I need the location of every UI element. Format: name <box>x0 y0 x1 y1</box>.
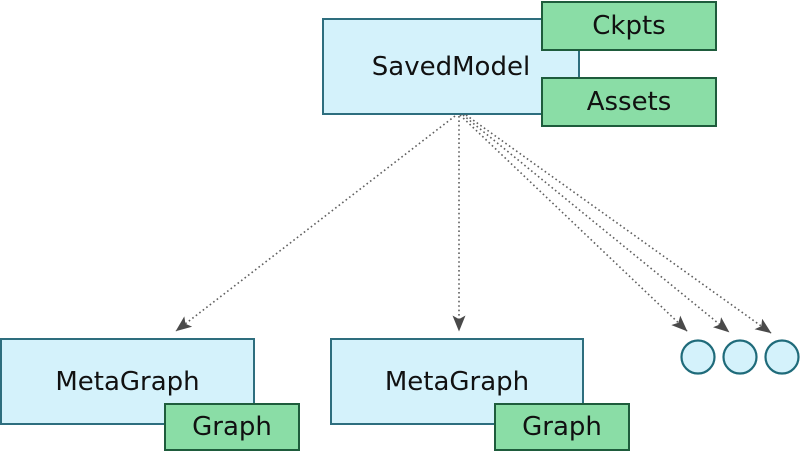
ellipsis-circle-1 <box>680 339 716 375</box>
ellipsis-circle-2 <box>722 339 758 375</box>
node-graph-1-label: Graph <box>192 412 272 442</box>
node-savedmodel-label: SavedModel <box>371 51 531 82</box>
node-graph-2: Graph <box>494 403 630 451</box>
node-metagraph-2-label: MetaGraph <box>384 366 530 397</box>
node-ckpts-label: Ckpts <box>592 11 666 41</box>
edge-savedmodel-to-metagraph-1 <box>175 115 456 332</box>
node-graph-2-label: Graph <box>522 412 602 442</box>
node-assets-label: Assets <box>586 87 672 117</box>
node-assets: Assets <box>541 77 717 127</box>
node-ckpts: Ckpts <box>541 1 717 51</box>
node-savedmodel: SavedModel <box>322 18 580 115</box>
edge-savedmodel-to-ellipsis-1 <box>459 114 688 332</box>
edge-savedmodel-to-ellipsis-3 <box>465 114 772 334</box>
edge-savedmodel-to-ellipsis-2 <box>462 114 730 333</box>
node-graph-1: Graph <box>164 403 300 451</box>
ellipsis-circle-3 <box>764 339 800 375</box>
node-metagraph-1-label: MetaGraph <box>55 366 200 397</box>
